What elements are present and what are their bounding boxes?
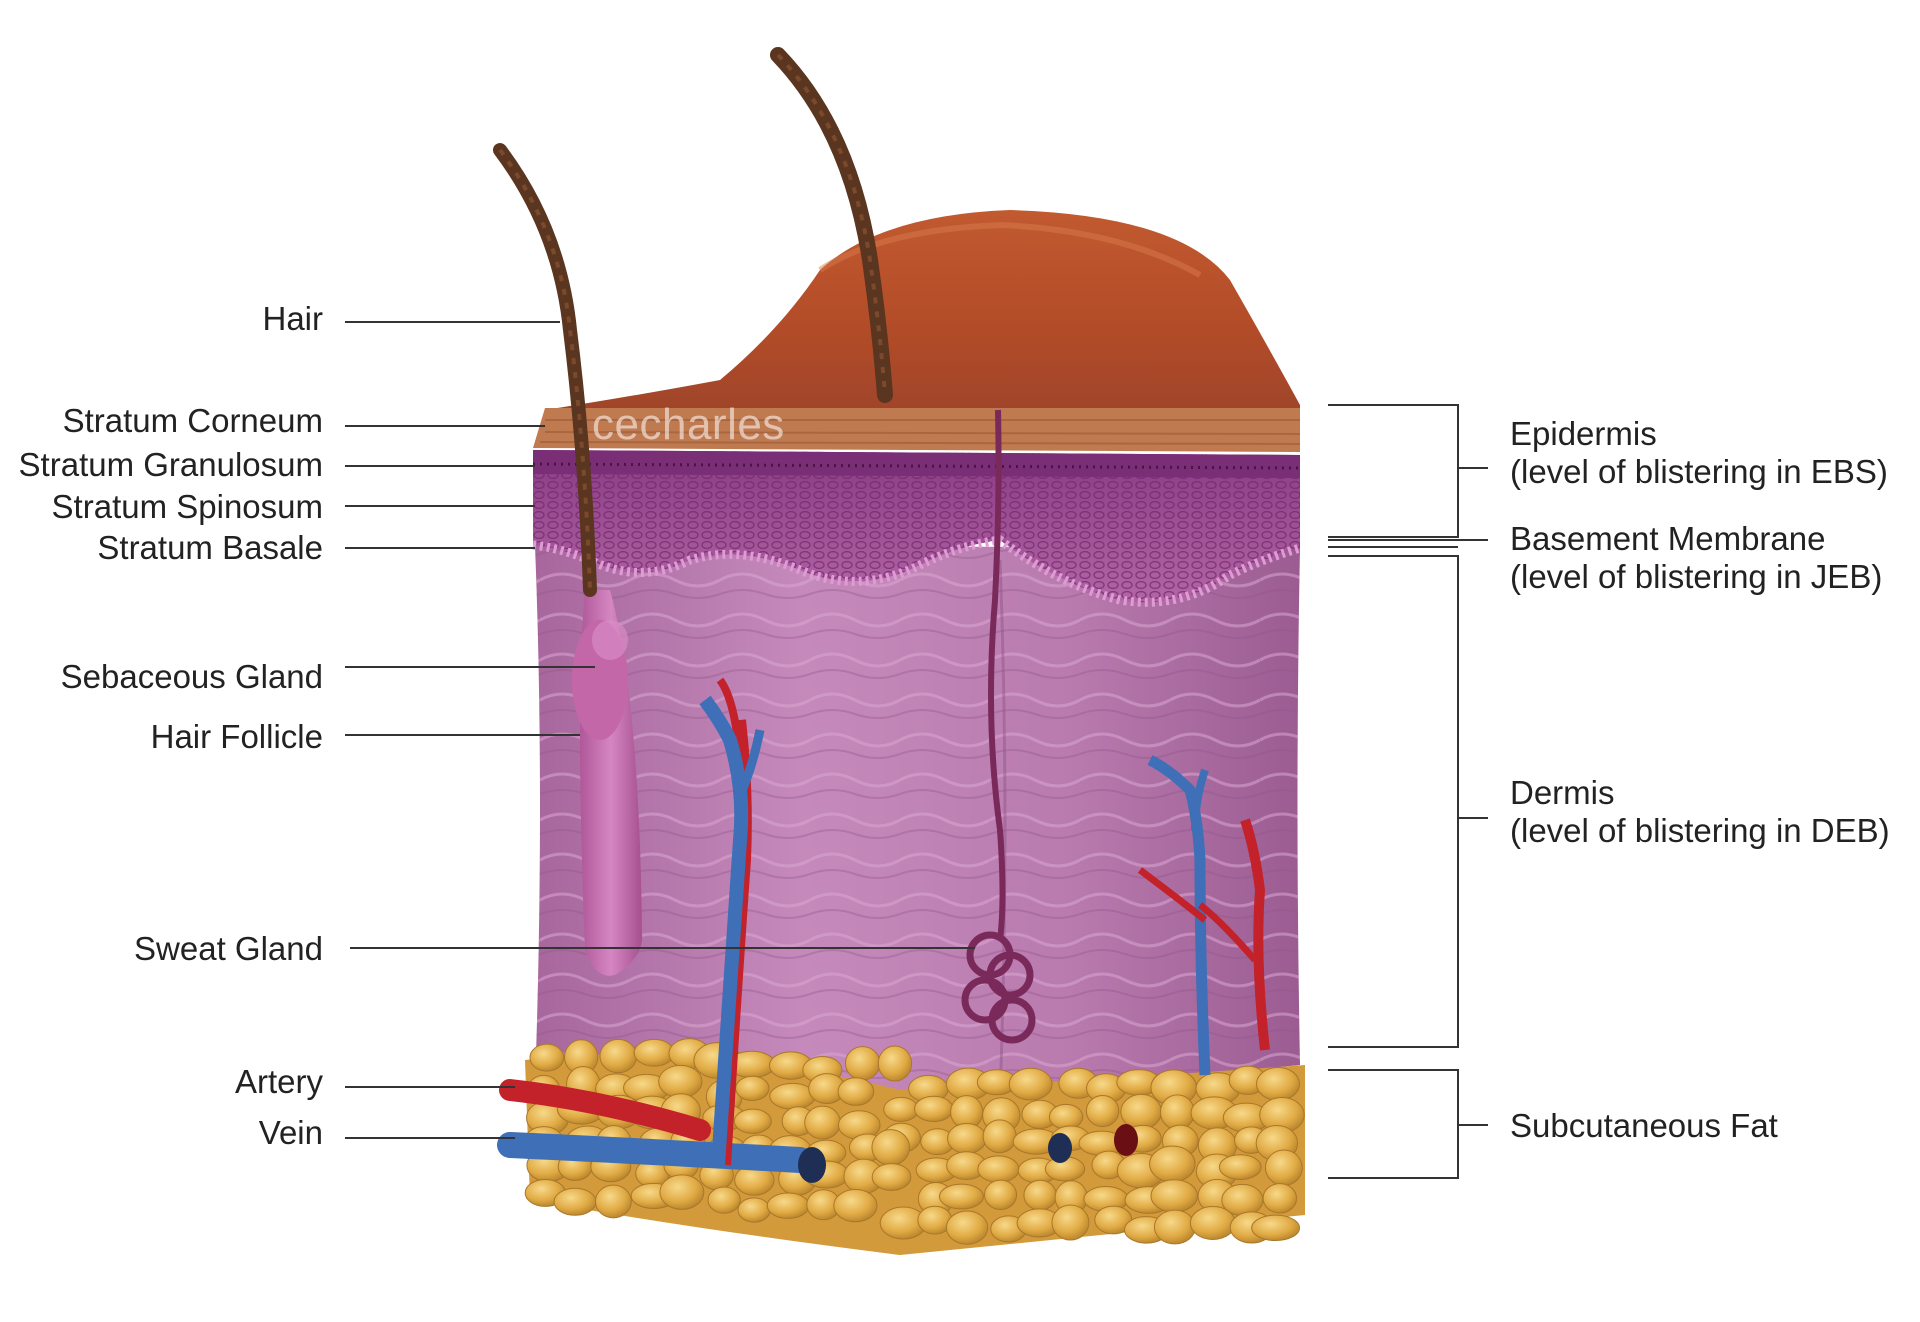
fat-lobule [838,1078,874,1106]
fat-lobule [872,1130,910,1166]
fat-lobule [1219,1155,1261,1180]
label-basement-membrane-detail: (level of blistering in JEB) [1510,558,1882,596]
fat-lobule [1160,1095,1194,1130]
label-epidermis: Epidermis (level of blistering in EBS) [1510,415,1888,491]
fat-lobule [1263,1184,1296,1213]
fat-lobule [1154,1210,1195,1244]
label-stratum-granulosum: Stratum Granulosum [19,446,323,484]
label-hair-follicle: Hair Follicle [151,718,323,756]
fat-lobule [659,1065,702,1097]
label-stratum-spinosum: Stratum Spinosum [52,488,323,526]
right-brackets [1328,405,1488,1178]
label-stratum-corneum: Stratum Corneum [63,402,323,440]
fat-lobule [1049,1104,1082,1129]
label-dermis-detail: (level of blistering in DEB) [1510,812,1890,850]
fat-lobule [708,1187,740,1213]
fat-lobule [1151,1180,1197,1212]
fat-lobule [834,1189,877,1221]
fat-lobule [530,1044,564,1071]
bracket-subcutaneous-fat [1328,1070,1458,1178]
fat-lobule [948,1123,986,1153]
fat-lobule [767,1193,809,1218]
fat-lobule [1024,1180,1056,1210]
label-dermis-title: Dermis [1510,774,1890,812]
fat-lobule [600,1039,637,1072]
fat-lobule [978,1156,1019,1183]
label-artery: Artery [235,1063,323,1101]
bracket-dermis [1328,556,1458,1047]
label-epidermis-title: Epidermis [1510,415,1888,453]
label-sebaceous-gland: Sebaceous Gland [61,658,323,696]
fat-lobule [805,1106,841,1139]
label-subcutaneous-fat-title: Subcutaneous Fat [1510,1107,1778,1145]
label-subcutaneous-fat: Subcutaneous Fat [1510,1107,1778,1145]
fat-lobule [1150,1146,1195,1182]
fat-lobule [884,1097,919,1121]
fat-lobule [845,1047,879,1080]
label-sweat-gland: Sweat Gland [134,930,323,968]
fat-lobule [946,1211,987,1244]
label-dermis: Dermis (level of blistering in DEB) [1510,774,1890,850]
fat-lobule [738,1198,770,1222]
fat-lobule [878,1046,911,1081]
fat-lobule [939,1184,983,1209]
fat-lobule [1052,1205,1089,1240]
fat-lobule [554,1188,596,1215]
bracket-epidermis [1328,405,1458,537]
fat-lobule [660,1175,704,1209]
fat-lobule [1190,1206,1235,1239]
fat-lobule [1265,1150,1302,1185]
fat-lobule [1252,1215,1300,1240]
fat-lobule [634,1039,674,1066]
watermark-text: cecharles [592,400,785,450]
fat-lobule [872,1164,911,1191]
fat-lobule [1086,1095,1118,1126]
label-stratum-basale: Stratum Basale [97,529,323,567]
fat-lobule [1257,1068,1300,1101]
label-hair: Hair [262,300,323,338]
fat-lobule [734,1109,771,1133]
fat-lobule [983,1120,1016,1153]
fat-lobule [915,1096,953,1121]
fat-lobule [1009,1068,1052,1100]
label-basement-membrane: Basement Membrane (level of blistering i… [1510,520,1882,596]
label-epidermis-detail: (level of blistering in EBS) [1510,453,1888,491]
fat-lobule [736,1076,769,1100]
dermis-block [535,545,1300,1098]
label-vein: Vein [259,1114,323,1152]
label-basement-membrane-title: Basement Membrane [1510,520,1882,558]
fat-lobule [1121,1094,1162,1129]
fat-lobule [595,1185,631,1218]
fat-lobule [985,1180,1017,1209]
